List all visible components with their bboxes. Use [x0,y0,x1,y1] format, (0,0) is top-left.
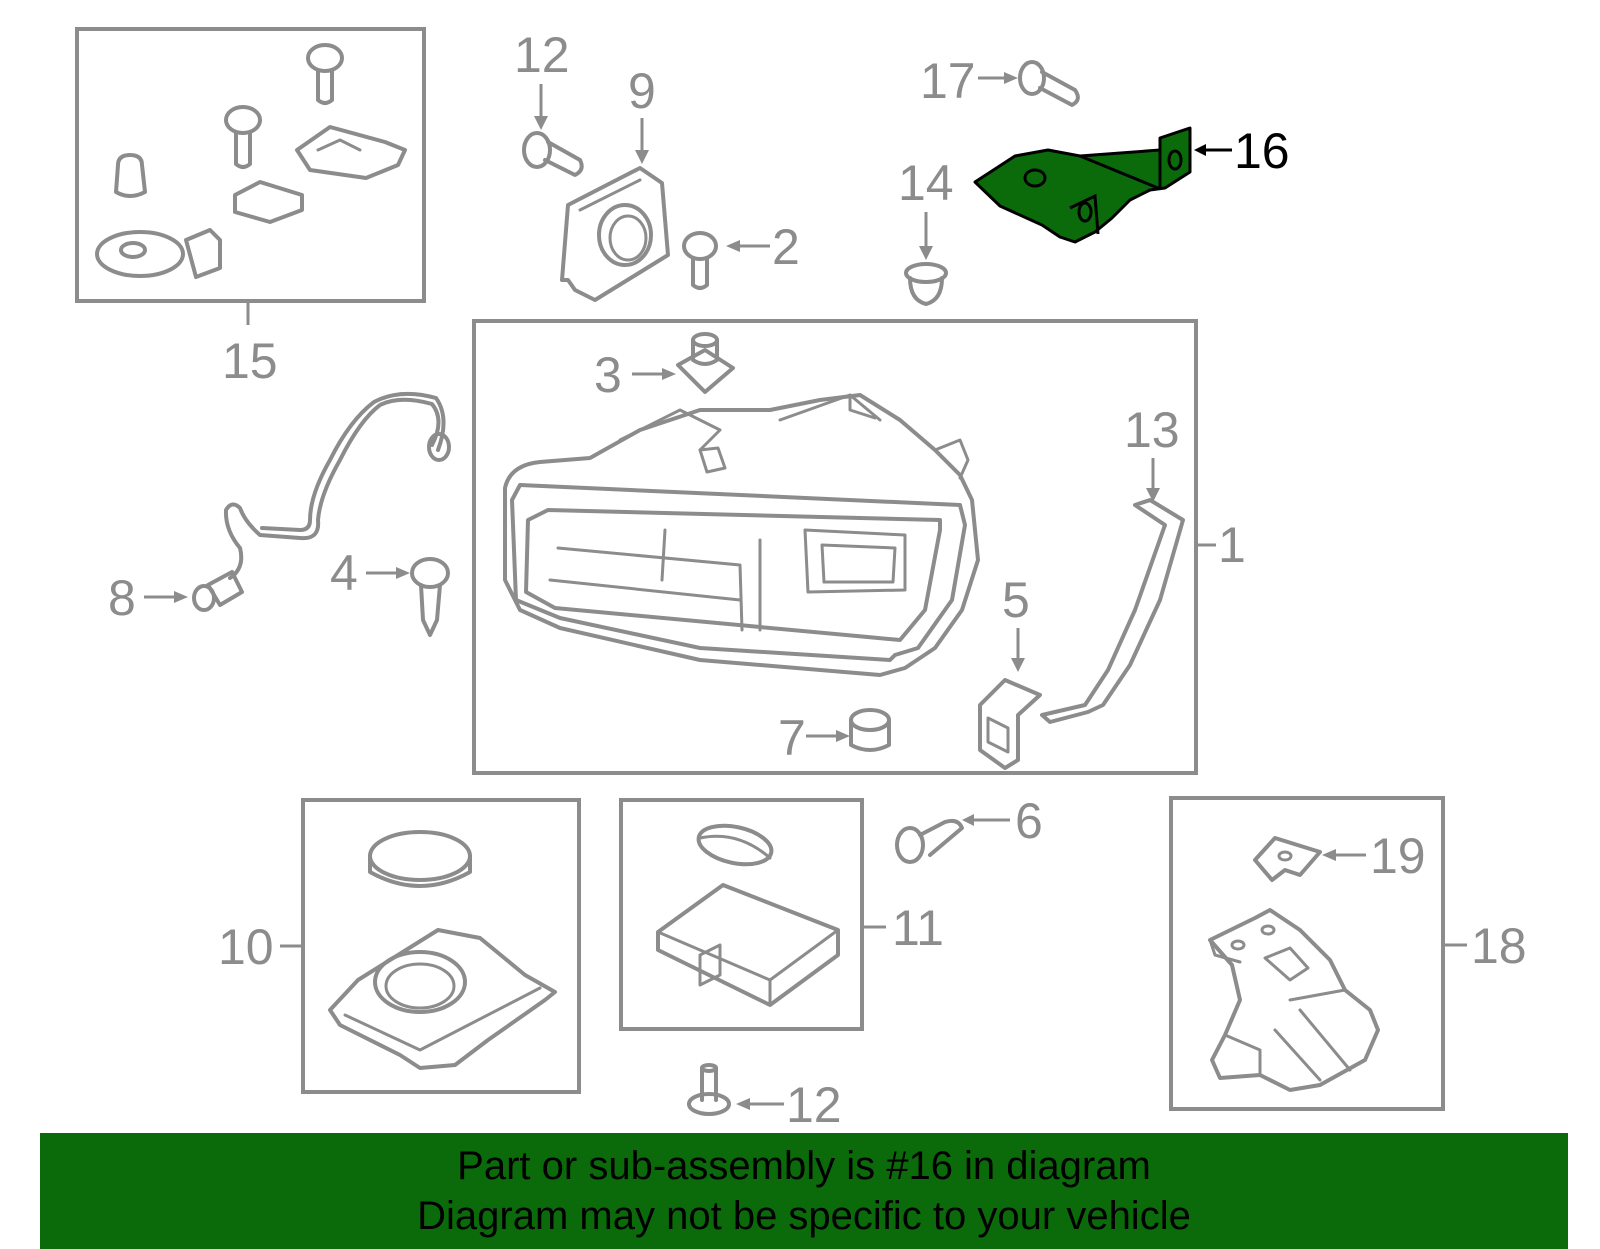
part-9-ballast [560,166,670,302]
callout-14: 14 [898,155,954,211]
headlamp-box-1 [472,319,1198,775]
part-6-screw [895,818,964,864]
module-box-11 [619,798,864,1031]
part-3-nut [676,332,735,394]
callout-7: 7 [778,710,806,766]
kit-box-15 [75,27,426,303]
banner-line-part: Part or sub-assembly is #16 in diagram [457,1144,1151,1188]
callout-17: 17 [920,53,976,109]
callout-4: 4 [330,545,358,601]
callout-5: 5 [1002,572,1030,628]
part-18-mounting-bracket [1208,908,1380,1092]
callout-15: 15 [222,333,278,389]
callout-6: 6 [1015,793,1043,849]
callout-18: 18 [1471,918,1527,974]
bracket-box-18 [1169,796,1445,1111]
part-19-clip [1253,836,1322,882]
part-12-bolt-bottom [687,1063,731,1116]
callout-12-bottom: 12 [786,1077,842,1133]
callout-12-top: 12 [514,27,570,83]
module-box-10 [301,798,581,1094]
callout-11: 11 [892,900,944,956]
part-14-clip [904,262,948,306]
callout-9: 9 [628,63,656,119]
part-2-screw [682,231,718,290]
part-13-seal-strip [1040,498,1185,724]
callout-16: 16 [1234,123,1290,179]
callout-8: 8 [108,570,136,626]
banner-line-disclaimer: Diagram may not be specific to your vehi… [417,1194,1191,1238]
part-11-control-unit [656,823,840,1007]
callout-19: 19 [1370,828,1426,884]
callout-10: 10 [218,919,274,975]
part-17-bolt [1018,60,1080,107]
part-5-bracket [978,678,1042,770]
part-4-screw [410,557,450,637]
part-16-bracket-highlighted [973,126,1192,244]
part-15-kit [95,43,407,279]
callout-3: 3 [594,347,622,403]
callout-2: 2 [772,219,800,275]
info-banner: Part or sub-assembly is #16 in diagram D… [40,1133,1568,1249]
callout-1: 1 [1218,517,1246,573]
part-12-screw-top [522,131,584,177]
part-10-module [328,830,557,1070]
part-1-headlamp [503,393,980,677]
part-7-grommet [849,708,891,752]
part-8-wiring-harness [192,391,451,612]
callout-13: 13 [1124,402,1180,458]
